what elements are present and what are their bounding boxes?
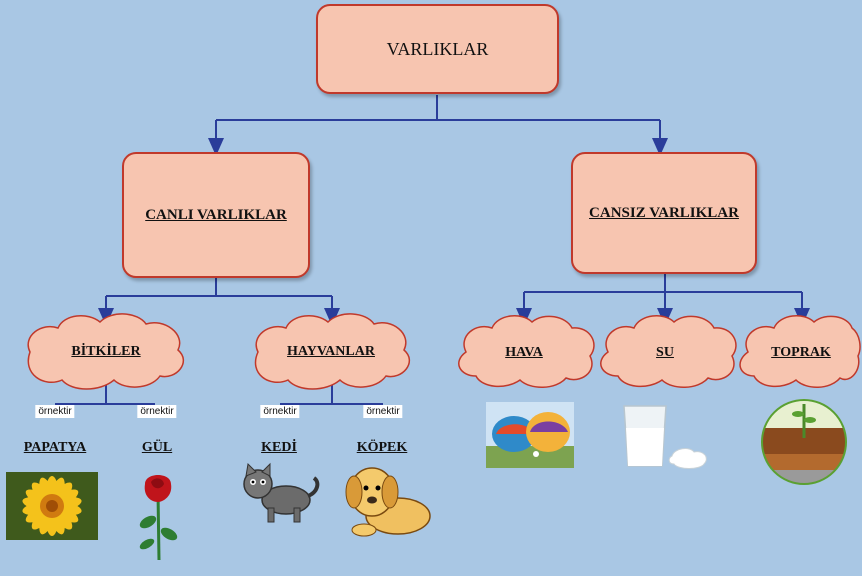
cat-icon (243, 462, 320, 523)
cloud-label-toprak: TOPRAK (771, 345, 831, 360)
dog-icon (345, 467, 431, 537)
daisy-icon (6, 472, 98, 540)
branch-canli-box: CANLI VARLIKLAR (122, 152, 310, 278)
cloud-bitkiler (27, 313, 185, 390)
branch-canli-label: CANLI VARLIKLAR (145, 206, 287, 223)
root-label: VARLIKLAR (386, 38, 489, 59)
water-glass-icon (623, 405, 707, 469)
cloud-label-hava: HAVA (505, 345, 543, 360)
cloud-label-bitkiler: BİTKİLER (71, 344, 141, 359)
example-tag: örnektir (260, 405, 300, 418)
cloud-toprak (739, 315, 861, 388)
cloud-label-su: SU (656, 345, 674, 360)
cloud-hayvanlar (254, 313, 411, 390)
cloud-hava (458, 315, 595, 388)
soil-icon (761, 399, 847, 485)
example-label-kopek: KÖPEK (356, 440, 408, 455)
example-tag: örnektir (363, 405, 403, 418)
example-label-papatya: PAPATYA (23, 440, 87, 455)
hot-air-balloons-icon (486, 402, 574, 468)
branch-cansiz-label: CANSIZ VARLIKLAR (589, 204, 739, 221)
branch-cansiz-box: CANSIZ VARLIKLAR (571, 152, 757, 274)
example-tag: örnektir (137, 405, 177, 418)
rose-icon (139, 475, 178, 560)
cloud-label-hayvanlar: HAYVANLAR (287, 344, 375, 359)
cloud-su (600, 315, 737, 388)
example-tag: örnektir (35, 405, 75, 418)
example-label-kedi: KEDİ (261, 440, 297, 455)
example-label-gul: GÜL (141, 440, 173, 455)
root-box: VARLIKLAR (316, 4, 559, 94)
